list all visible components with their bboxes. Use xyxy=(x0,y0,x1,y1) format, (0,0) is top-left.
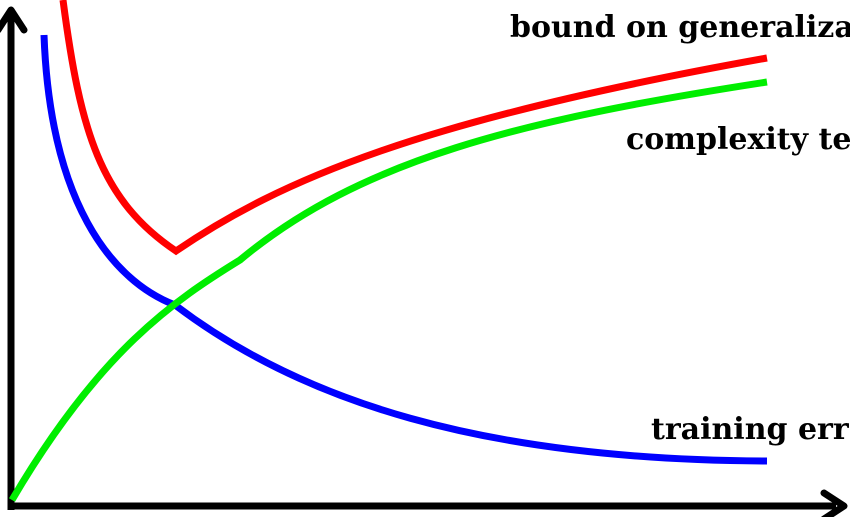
y-axis-arrow-icon xyxy=(0,6,28,34)
training-error-curve xyxy=(40,34,768,465)
x-axis-arrow-icon xyxy=(820,489,848,522)
axes xyxy=(0,6,848,522)
training-error-label: training err xyxy=(651,412,850,447)
complexity-label: complexity te xyxy=(626,122,850,157)
bound-label: bound on generaliza xyxy=(510,10,850,45)
bound-on-generalization-curve xyxy=(59,0,768,256)
complexity-term-curve xyxy=(8,78,768,502)
